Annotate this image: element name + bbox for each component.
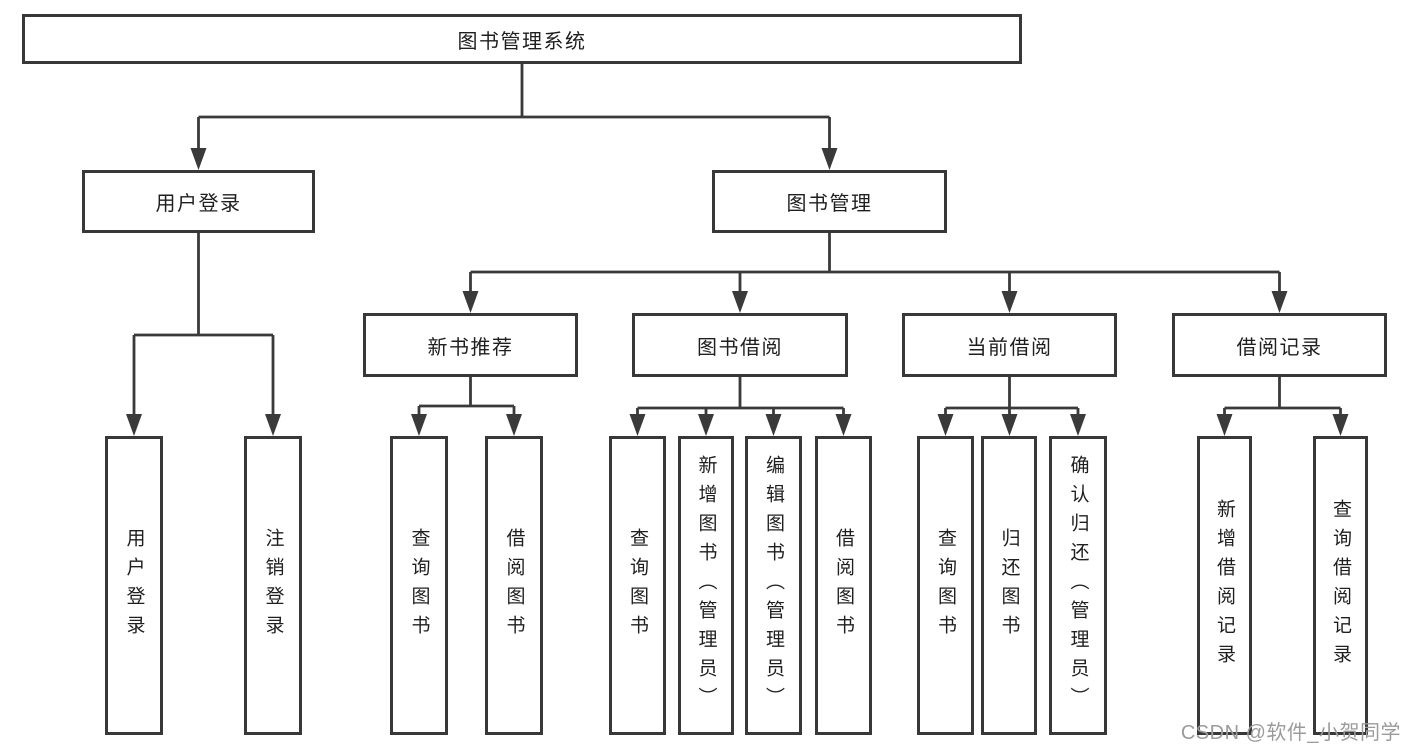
arrowhead bbox=[698, 414, 714, 436]
node-leaf-add-books-admin: 新增图书（管理员） bbox=[678, 436, 734, 735]
edge-records-to-leaves bbox=[1223, 377, 1342, 419]
arrowhead bbox=[1216, 414, 1233, 436]
node-label: 借阅图书 bbox=[503, 527, 525, 644]
arrowhead bbox=[462, 291, 479, 313]
node-label: 用户登录 bbox=[155, 193, 242, 215]
arrowhead bbox=[265, 414, 281, 436]
arrowhead bbox=[506, 414, 522, 436]
watermark: CSDN @软件_小贺同学 bbox=[1180, 722, 1401, 744]
node-label: 注销登录 bbox=[262, 527, 284, 644]
edge-root-to-level2 bbox=[197, 64, 831, 153]
node-leaf-borrow-books: 借阅图书 bbox=[815, 436, 872, 735]
node-leaf-confirm-return-admin: 确认归还（管理员） bbox=[1049, 436, 1107, 735]
arrowhead bbox=[765, 414, 782, 436]
node-leaf-edit-books-admin: 编辑图书（管理员） bbox=[745, 436, 802, 735]
edge-bookmgmt-to-level3 bbox=[469, 233, 1281, 296]
node-label: 确认归还（管理员） bbox=[1067, 455, 1089, 716]
node-label: 查询图书 bbox=[935, 527, 956, 644]
node-label: 借阅图书 bbox=[833, 527, 854, 644]
node-label: 新书推荐 bbox=[427, 336, 514, 359]
node-label: 查询借阅记录 bbox=[1330, 498, 1351, 673]
node-library-management-system: 图书管理系统 bbox=[22, 14, 1022, 64]
arrowhead bbox=[821, 148, 838, 170]
node-label: 图书借阅 bbox=[697, 336, 783, 359]
arrowhead bbox=[732, 291, 748, 313]
node-book-management: 图书管理 bbox=[712, 170, 947, 233]
edge-userlogin-to-leaves bbox=[132, 233, 275, 419]
node-label: 编辑图书（管理员） bbox=[763, 455, 784, 716]
node-leaf-query-borrow-record: 查询借阅记录 bbox=[1313, 436, 1368, 735]
node-current-borrowing: 当前借阅 bbox=[902, 313, 1117, 377]
node-label: 图书管理 bbox=[786, 193, 873, 215]
node-leaf-query-books-borrow: 查询图书 bbox=[609, 436, 666, 735]
arrowhead bbox=[835, 414, 852, 436]
node-label: 用户登录 bbox=[123, 527, 145, 644]
arrowhead bbox=[1271, 291, 1288, 313]
node-new-book-recommend: 新书推荐 bbox=[363, 313, 578, 377]
edge-recommend-to-leaves bbox=[417, 377, 516, 419]
node-leaf-borrow-books-recommend: 借阅图书 bbox=[485, 436, 543, 735]
node-label: 归还图书 bbox=[998, 527, 1020, 644]
tree-edges bbox=[132, 64, 1342, 419]
node-label: 查询图书 bbox=[627, 527, 648, 644]
node-book-borrowing: 图书借阅 bbox=[632, 313, 848, 377]
node-label: 新增借阅记录 bbox=[1214, 498, 1235, 673]
arrowhead bbox=[1332, 414, 1349, 436]
node-label: 新增图书（管理员） bbox=[695, 455, 717, 716]
node-label: 当前借阅 bbox=[966, 336, 1053, 359]
arrowhead bbox=[126, 414, 142, 436]
node-leaf-user-login: 用户登录 bbox=[105, 436, 163, 735]
arrowhead bbox=[937, 414, 954, 436]
node-leaf-add-borrow-record: 新增借阅记录 bbox=[1197, 436, 1252, 735]
arrowhead bbox=[1001, 291, 1018, 313]
arrowhead bbox=[629, 414, 646, 436]
node-borrowing-records: 借阅记录 bbox=[1172, 313, 1387, 377]
edge-current-to-leaves bbox=[944, 377, 1080, 419]
arrowheads bbox=[126, 148, 1349, 436]
node-leaf-logout: 注销登录 bbox=[244, 436, 302, 735]
node-leaf-query-books-recommend: 查询图书 bbox=[390, 436, 448, 735]
arrowhead bbox=[1001, 414, 1018, 436]
node-leaf-query-books-current: 查询图书 bbox=[917, 436, 974, 735]
arrowhead bbox=[411, 414, 427, 436]
node-label: 查询图书 bbox=[408, 527, 430, 644]
node-label: 图书管理系统 bbox=[457, 30, 587, 53]
node-leaf-return-books: 归还图书 bbox=[981, 436, 1037, 735]
edge-borrow-to-leaves bbox=[636, 377, 845, 419]
arrowhead bbox=[1070, 414, 1086, 436]
node-user-login: 用户登录 bbox=[82, 170, 315, 233]
node-label: 借阅记录 bbox=[1236, 336, 1323, 359]
arrowhead bbox=[190, 148, 207, 170]
